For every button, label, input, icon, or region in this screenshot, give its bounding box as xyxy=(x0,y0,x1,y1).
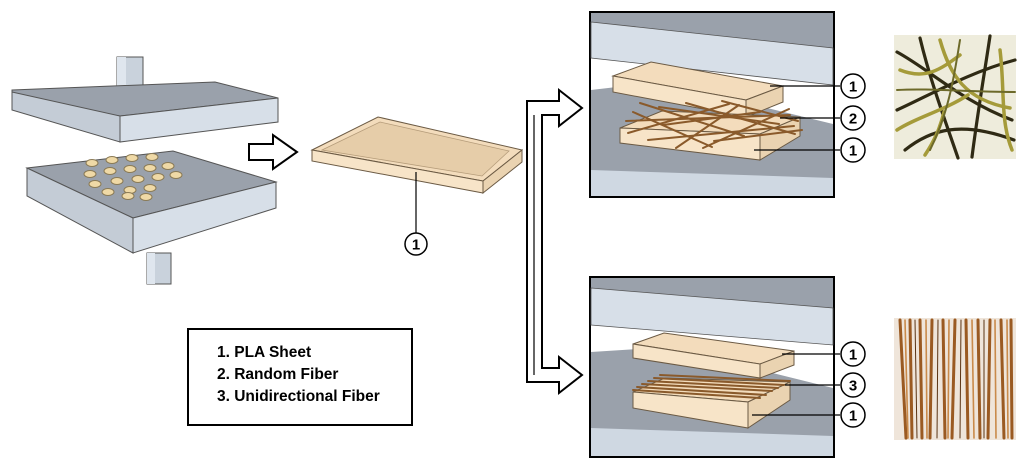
process-arrow-right xyxy=(248,133,299,171)
hot-press-pellets xyxy=(11,56,279,285)
svg-text:3: 3 xyxy=(849,378,857,395)
marker-upper-pla-sheet-2: 1 xyxy=(840,341,866,367)
svg-text:1: 1 xyxy=(849,79,857,96)
marker-random-fiber: 2 xyxy=(840,105,866,131)
pla-sheet: 1 xyxy=(310,116,524,256)
marker-unidirectional-fiber: 3 xyxy=(840,372,866,398)
svg-text:1: 1 xyxy=(849,143,857,160)
svg-text:2: 2 xyxy=(849,111,857,128)
legend-list: 1. PLA Sheet 2. Random Fiber 3. Unidirec… xyxy=(189,330,411,408)
pla-pellets xyxy=(83,153,183,201)
legend-box: 1. PLA Sheet 2. Random Fiber 3. Unidirec… xyxy=(187,328,413,426)
legend-item-pla-sheet: 1. PLA Sheet xyxy=(217,344,312,361)
marker-upper-pla-sheet: 1 xyxy=(840,73,866,99)
legend-item-unidirectional-fiber: 3. Unidirectional Fiber xyxy=(217,388,380,405)
unidirectional-fiber-layup xyxy=(589,276,840,458)
svg-text:1: 1 xyxy=(849,347,857,364)
random-fiber-layup xyxy=(589,11,840,198)
branching-arrows xyxy=(526,87,584,396)
svg-text:1: 1 xyxy=(849,408,857,425)
marker-pla-sheet xyxy=(404,232,428,256)
legend-item-random-fiber: 2. Random Fiber xyxy=(217,366,339,383)
marker-lower-pla-sheet-2: 1 xyxy=(840,402,866,428)
random-fiber-photo xyxy=(894,34,1017,160)
marker-label: 1 xyxy=(412,237,420,254)
unidirectional-fibers xyxy=(632,374,791,399)
random-fibers xyxy=(625,100,803,149)
marker-lower-pla-sheet: 1 xyxy=(840,137,866,163)
unidirectional-fiber-photo xyxy=(894,318,1016,440)
branch-arrow xyxy=(526,87,584,396)
